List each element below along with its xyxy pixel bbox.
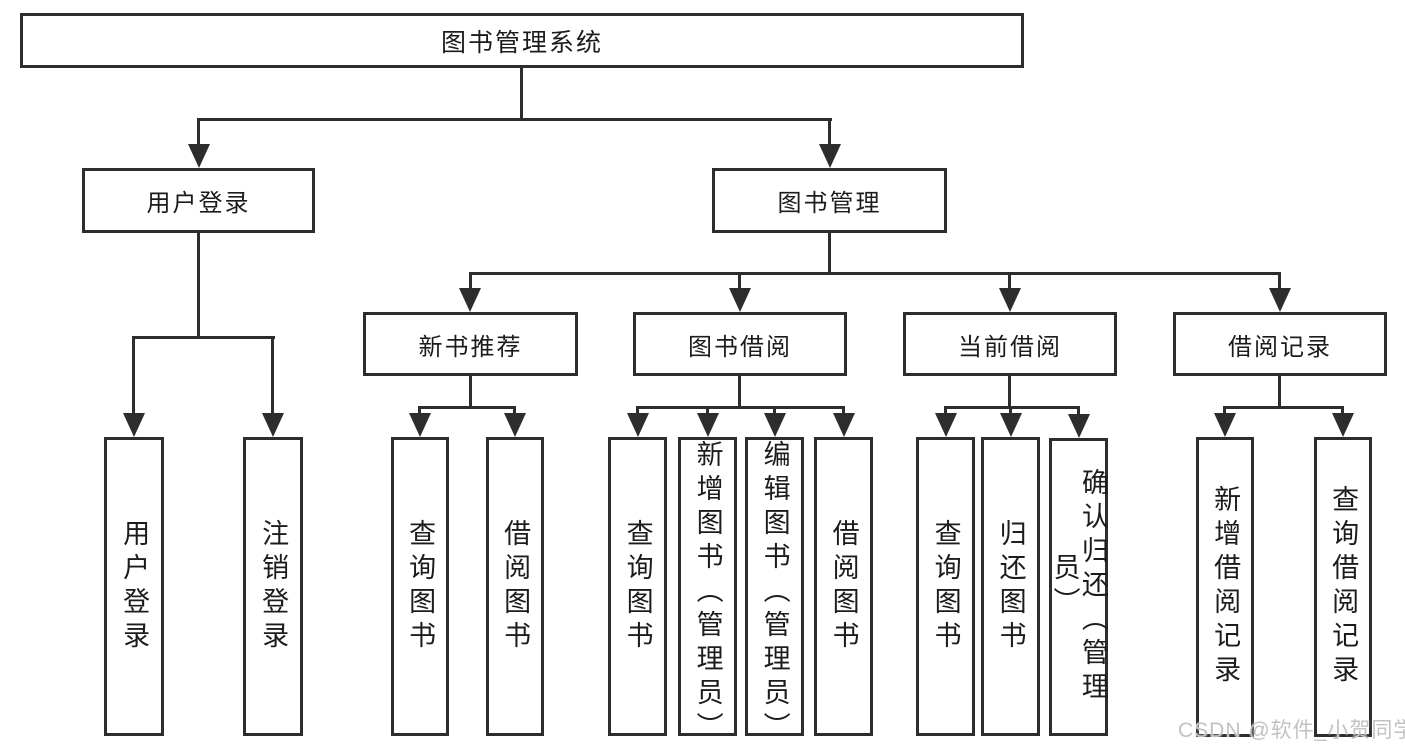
connector-root-rail — [197, 118, 832, 121]
connector-borrowing-stem — [738, 376, 741, 409]
connector-current-stem — [1008, 376, 1011, 409]
connector-drop-confirm-return — [1077, 406, 1080, 418]
leaf-label: 注销登录 — [258, 518, 289, 655]
connector-userlogin-rail — [132, 336, 275, 339]
connector-userlogin-stem — [197, 233, 200, 339]
arrowhead-borrowing-records — [1269, 288, 1291, 312]
connector-newbook-stem — [469, 376, 472, 409]
connector-bookmgmt-stem — [828, 233, 831, 275]
connector-root-stem — [520, 68, 523, 121]
connector-drop-query-current — [944, 406, 947, 418]
leaf-query-books-recommend: 查询图书 — [391, 437, 449, 736]
node-new-book-recommend: 新书推荐 — [363, 312, 578, 376]
arrowhead-query-record — [1332, 413, 1354, 437]
leaf-label: 借阅图书 — [828, 518, 859, 655]
arrowhead-book-borrowing — [729, 288, 751, 312]
leaf-query-books-borrowing: 查询图书 — [608, 437, 667, 736]
leaf-borrow-books-recommend: 借阅图书 — [486, 437, 544, 736]
leaf-query-borrow-record: 查询借阅记录 — [1314, 437, 1372, 737]
node-user-login: 用户登录 — [82, 168, 315, 233]
leaf-label: 确认归还（管理员） — [1049, 468, 1108, 706]
node-book-borrowing: 图书借阅 — [633, 312, 847, 376]
connector-current-rail — [944, 406, 1080, 409]
arrowhead-add-record — [1214, 413, 1236, 437]
connector-records-rail — [1223, 406, 1344, 409]
connector-drop-user-login — [197, 118, 200, 148]
arrowhead-book-management — [819, 144, 841, 168]
leaf-query-books-current: 查询图书 — [916, 437, 975, 736]
connector-bookmgmt-rail — [469, 272, 1281, 275]
arrowhead-current-borrowing — [999, 288, 1021, 312]
leaf-return-books: 归还图书 — [981, 437, 1040, 736]
connector-borrowing-rail — [636, 406, 845, 409]
leaf-label: 新增图书（管理员） — [692, 440, 723, 746]
leaf-user-login: 用户登录 — [104, 437, 164, 736]
leaf-borrow-books-borrowing: 借阅图书 — [814, 437, 873, 736]
connector-drop-borrow-borrowing — [842, 406, 845, 418]
arrowhead-query-recommend — [409, 413, 431, 437]
arrowhead-leaf-logout — [262, 413, 284, 437]
connector-drop-edit-book — [773, 406, 776, 418]
arrowhead-return-books — [1000, 413, 1022, 437]
node-root: 图书管理系统 — [20, 13, 1024, 68]
leaf-label: 新增借阅记录 — [1210, 485, 1241, 689]
leaf-add-borrow-record: 新增借阅记录 — [1196, 437, 1254, 737]
leaf-add-book-admin: 新增图书（管理员） — [678, 437, 737, 746]
arrowhead-confirm-return — [1068, 414, 1090, 438]
connector-drop-book-management — [828, 118, 831, 148]
arrowhead-leaf-user-login — [123, 413, 145, 437]
connector-drop-current-borrowing — [1008, 272, 1011, 290]
arrowhead-user-login — [188, 144, 210, 168]
leaf-edit-book-admin: 编辑图书（管理员） — [745, 437, 804, 746]
connector-drop-add-record — [1223, 406, 1226, 418]
connector-drop-borrowing-records — [1278, 272, 1281, 290]
node-current-borrowing: 当前借阅 — [903, 312, 1117, 376]
connector-records-stem — [1278, 375, 1281, 409]
leaf-label: 查询借阅记录 — [1328, 485, 1359, 689]
arrowhead-add-book — [697, 413, 719, 437]
leaf-label: 用户登录 — [119, 518, 150, 655]
connector-drop-leaf-user-login — [132, 336, 135, 416]
connector-drop-query-recommend — [418, 406, 421, 418]
connector-drop-borrow-recommend — [513, 406, 516, 418]
connector-drop-add-book — [706, 406, 709, 418]
arrowhead-borrow-recommend — [504, 413, 526, 437]
arrowhead-borrow-borrowing — [833, 413, 855, 437]
arrowhead-query-borrowing — [627, 413, 649, 437]
leaf-label: 查询图书 — [930, 518, 961, 655]
connector-drop-query-borrowing — [636, 406, 639, 418]
connector-drop-query-record — [1341, 406, 1344, 418]
connector-drop-leaf-logout — [271, 336, 274, 416]
watermark: CSDN @软件_小贺同学 — [1178, 719, 1405, 742]
leaf-logout: 注销登录 — [243, 437, 303, 736]
leaf-label: 编辑图书（管理员） — [759, 440, 790, 746]
connector-drop-return-books — [1009, 406, 1012, 418]
node-book-management: 图书管理 — [712, 168, 947, 233]
arrowhead-new-book — [459, 288, 481, 312]
connector-drop-new-book — [469, 272, 472, 290]
leaf-label: 查询图书 — [405, 518, 436, 655]
arrowhead-edit-book — [764, 413, 786, 437]
leaf-confirm-return-admin: 确认归还（管理员） — [1049, 438, 1108, 736]
leaf-label: 归还图书 — [995, 518, 1026, 655]
arrowhead-query-current — [935, 413, 957, 437]
leaf-label: 借阅图书 — [500, 518, 531, 655]
leaf-label: 查询图书 — [622, 518, 653, 655]
connector-newbook-rail — [418, 406, 516, 409]
node-borrowing-records: 借阅记录 — [1173, 312, 1387, 376]
connector-drop-book-borrowing — [738, 272, 741, 290]
